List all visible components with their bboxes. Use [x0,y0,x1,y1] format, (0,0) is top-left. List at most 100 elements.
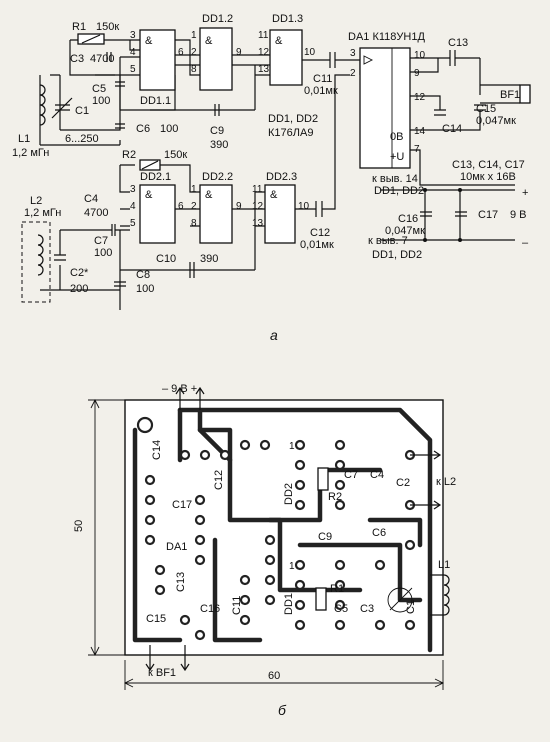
da1-0v: 0В [390,131,403,143]
pcb-label-c3: C3 [360,603,374,615]
pcb-label-dd2: DD2 [283,483,295,505]
da1-amplifier: DA1 К118УН1Д 0В +U 3 2 10 9 12 14 7 [348,31,426,169]
svg-text:1: 1 [191,30,197,41]
pcb-label-c11: C11 [231,596,243,615]
gate-dd1-1-symbol: & [145,35,153,47]
gate-dd2-2-symbol: & [205,189,213,201]
svg-text:9: 9 [236,47,242,58]
pin14-note: к выв. 14 DD1, DD2 [372,173,424,197]
caps-note: C13, C14, C17 10мк х 16В [452,159,525,183]
pcb-label-c9: C9 [318,531,332,543]
channel-1-wiring [39,39,372,146]
c1-variable-capacitor: C1 6...250 [51,97,99,145]
pcb-label-dd1: DD1 [283,593,295,615]
chip-note-line2: К176ЛА9 [268,127,313,139]
caps-note-line1: C13, C14, C17 [452,159,525,171]
svg-text:2: 2 [191,47,197,58]
svg-text:3: 3 [350,48,356,59]
c13-capacitor: C13 [448,37,468,66]
gate-dd2-2: & 1 2 8 9 DD2.2 [191,171,242,244]
pcb-label-c12: C12 [213,470,225,490]
svg-text:3: 3 [130,184,136,195]
pcb-label-c2: C2 [396,477,410,489]
svg-text:12: 12 [258,47,270,58]
chip-note: DD1, DD2 К176ЛА9 [268,113,318,139]
gate-dd2-3: & 11 12 13 10 DD2.3 [252,171,310,244]
chip-note-line1: DD1, DD2 [268,113,318,125]
caps-note-line2: 10мк х 16В [460,171,516,183]
svg-text:6: 6 [178,47,184,58]
l2-inductor: L2 1,2 мГн [21,195,61,303]
c2-ref: C2* [70,267,89,279]
c7-capacitor: C7 100 [94,224,116,259]
c7-ref: C7 [94,235,108,247]
pin7-note: к выв. 7 DD1, DD2 [368,235,422,261]
svg-text:2: 2 [191,201,197,212]
schematic-caption: а [270,327,278,343]
gate-dd1-1: & 3 4 5 6 DD1.1 [130,29,184,107]
svg-text:14: 14 [414,126,426,137]
r2-resistor: R2 150к [122,149,187,171]
c12-ref: C12 [310,227,330,239]
pcb-label-c1: C1 [405,600,417,614]
pcb-label-r2: R2 [328,491,342,503]
bf1-label: BF1 [500,89,520,101]
c5-capacitor: C5 100 [92,81,125,107]
supply-minus: – [522,237,529,249]
c10-value: 390 [200,253,218,265]
pcb-layout: C14 C17 C12 DD2 C7 C4 C2 R2 C9 C6 DA1 C1… [73,383,456,718]
c1-value: 6...250 [65,133,99,145]
gate-dd1-2-label: DD1.2 [202,13,233,25]
gate-dd1-3-symbol: & [275,35,283,47]
c6-ref: C6 [136,123,150,135]
c8-value: 100 [136,283,154,295]
pcb-pin1-dd1: 1 [289,561,295,572]
svg-text:11: 11 [252,184,263,195]
l1-ref: L1 [18,133,30,145]
supply-plus: + [522,187,528,199]
pin14-note-line2: DD1, DD2 [374,185,424,197]
pcb-l2-label: к L2 [436,476,456,488]
pcb-height-dimension: 50 [73,398,125,657]
pcb-caption: б [278,702,287,718]
da1-plus-u: +U [390,151,404,163]
pcb-label-c17: C17 [172,499,192,511]
c4-capacitor: C4 4700 [84,193,108,219]
c12-capacitor: C12 0,01мк [300,201,334,251]
c8-capacitor: C8 100 [114,269,154,295]
gate-dd2-1-label: DD2.1 [140,171,171,183]
pcb-label-c5: C5 [334,603,348,615]
pin7-note-line1: к выв. 7 [368,235,408,247]
pcb-pads [136,416,416,641]
c15-capacitor: C15 0,047мк [474,103,516,127]
svg-text:3: 3 [130,30,136,41]
r2-value: 150к [164,149,187,161]
gate-dd2-3-symbol: & [270,189,278,201]
pcb-label-c7: C7 [344,469,358,481]
c12-value: 0,01мк [300,239,334,251]
svg-text:9: 9 [414,68,420,79]
svg-text:10: 10 [304,47,316,58]
pcb-label-da1: DA1 [166,541,187,553]
l1-inductor: L1 1,2 мГн [12,84,49,159]
pcb-bf1-connection: к BF1 [145,645,190,679]
pin7-note-line2: DD1, DD2 [372,249,422,261]
pcb-label-r1: R1 [330,583,344,595]
c10-ref: C10 [156,253,176,265]
pcb-label-c4: C4 [370,469,384,481]
svg-text:9: 9 [236,201,242,212]
l2-ref: L2 [30,195,42,207]
pcb-pin1-dd2: 1 [289,441,295,452]
svg-text:10: 10 [298,201,310,212]
svg-text:8: 8 [191,64,197,75]
svg-text:4: 4 [130,47,136,58]
c16-value: 0,047мк [385,225,425,237]
c7-value: 100 [94,247,112,259]
svg-text:12: 12 [252,201,264,212]
c6-value: 100 [160,123,178,135]
pcb-label-c16: C16 [200,603,220,615]
c6-capacitor: C6 100 [115,123,178,135]
svg-text:4: 4 [130,201,136,212]
pcb-label-l1: L1 [438,559,450,571]
